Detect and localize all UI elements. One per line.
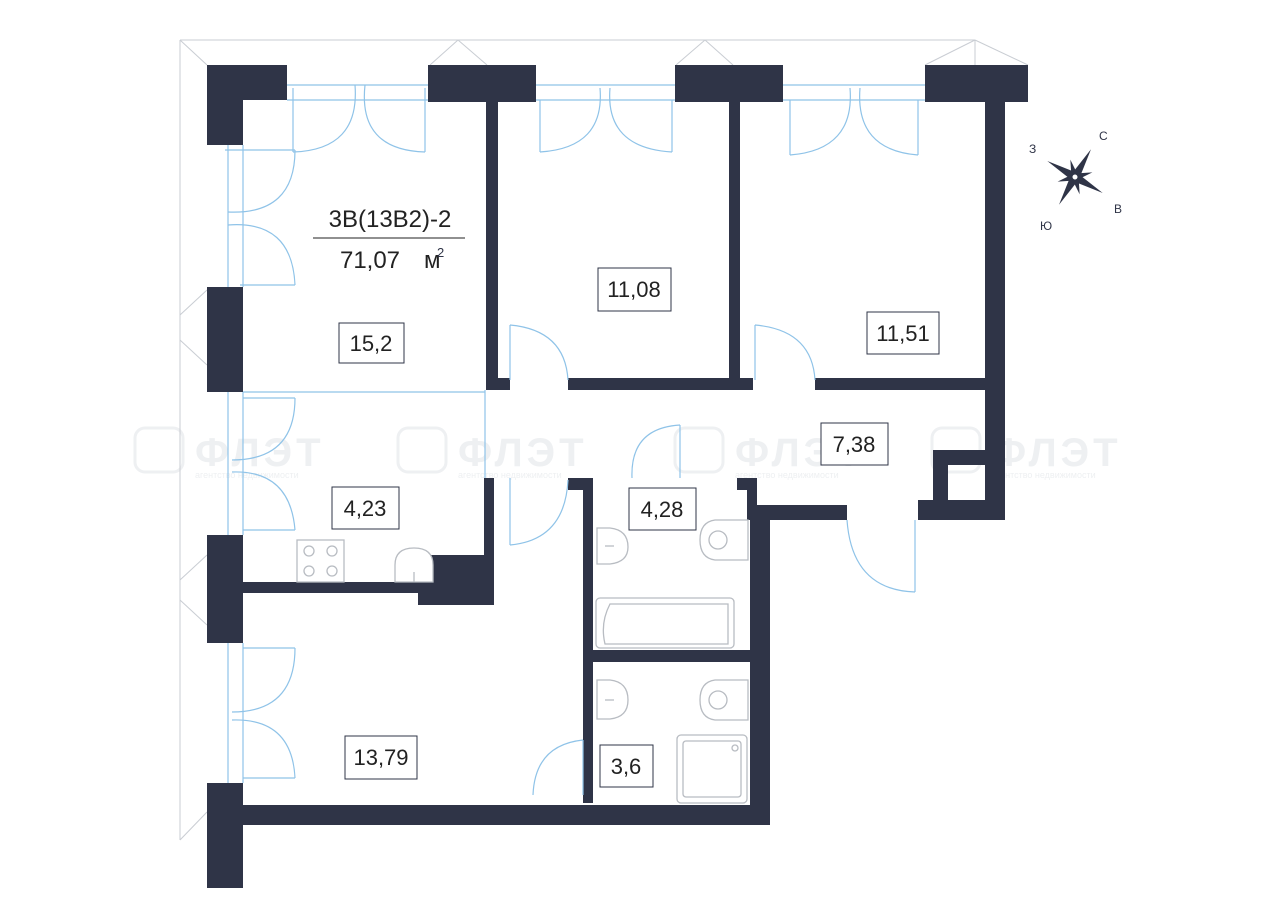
toilet-icon [596, 527, 629, 565]
room-label-15-2: 15,2 [338, 322, 405, 364]
room-area: 11,51 [876, 321, 929, 346]
apartment-area-unit-sup: 2 [437, 245, 444, 260]
apartment-code: 3В(13В2)-2 [329, 206, 452, 233]
watermark-subtext: агентство недвижимости [735, 470, 839, 480]
room-label-13-79: 13,79 [344, 735, 418, 780]
compass-north: С [1099, 129, 1108, 143]
bathtub-icon [595, 597, 735, 649]
washbasin-icon [699, 679, 749, 721]
windows-doors [225, 84, 925, 796]
compass-rose-icon [1047, 149, 1103, 205]
room-area: 13,79 [353, 745, 408, 770]
room-area: 4,23 [344, 496, 387, 521]
watermark-subtext: агентство недвижимости [992, 470, 1096, 480]
room-label-4-28: 4,28 [628, 487, 697, 531]
compass-south: Ю [1040, 219, 1052, 233]
apartment-area-unit: м [424, 247, 441, 274]
facade-outline [179, 39, 1029, 841]
room-label-4-23: 4,23 [331, 486, 400, 530]
room-area: 3,6 [611, 754, 642, 779]
room-label-11-51: 11,51 [866, 311, 940, 355]
room-area: 11,08 [607, 277, 660, 302]
watermark-1: ФЛЭТ агентство недвижимости [133, 426, 325, 480]
watermark-subtext: агентство недвижимости [458, 470, 562, 480]
room-label-7-38: 7,38 [820, 422, 889, 466]
room-area: 4,28 [641, 497, 684, 522]
watermark-subtext: агентство недвижимости [195, 470, 299, 480]
toilet-icon [596, 679, 629, 720]
stove-icon [296, 539, 345, 583]
compass: С В Ю З [1029, 129, 1122, 233]
kitchen-sink-icon [394, 547, 434, 583]
washbasin-icon [699, 519, 749, 561]
room-label-3-6: 3,6 [599, 744, 654, 788]
watermark-4: ФЛЭТ агентство недвижимости [930, 426, 1122, 480]
walls [207, 65, 1028, 888]
compass-east: В [1114, 202, 1122, 216]
shower-tray-icon [676, 734, 748, 804]
room-area: 7,38 [833, 432, 876, 457]
compass-west: З [1029, 142, 1036, 156]
watermark-2: ФЛЭТ агентство недвижимости [396, 426, 588, 480]
room-label-11-08: 11,08 [597, 267, 672, 312]
watermark-text: ФЛЭТ [458, 431, 588, 475]
room-area: 15,2 [350, 331, 393, 356]
apartment-title: 3В(13В2)-2 71,07 м 2 [313, 206, 465, 274]
apartment-area-value: 71,07 [340, 247, 400, 274]
watermark-text: ФЛЭТ [195, 431, 325, 475]
watermark-text: ФЛЭТ [992, 431, 1122, 475]
fixtures [296, 519, 749, 804]
